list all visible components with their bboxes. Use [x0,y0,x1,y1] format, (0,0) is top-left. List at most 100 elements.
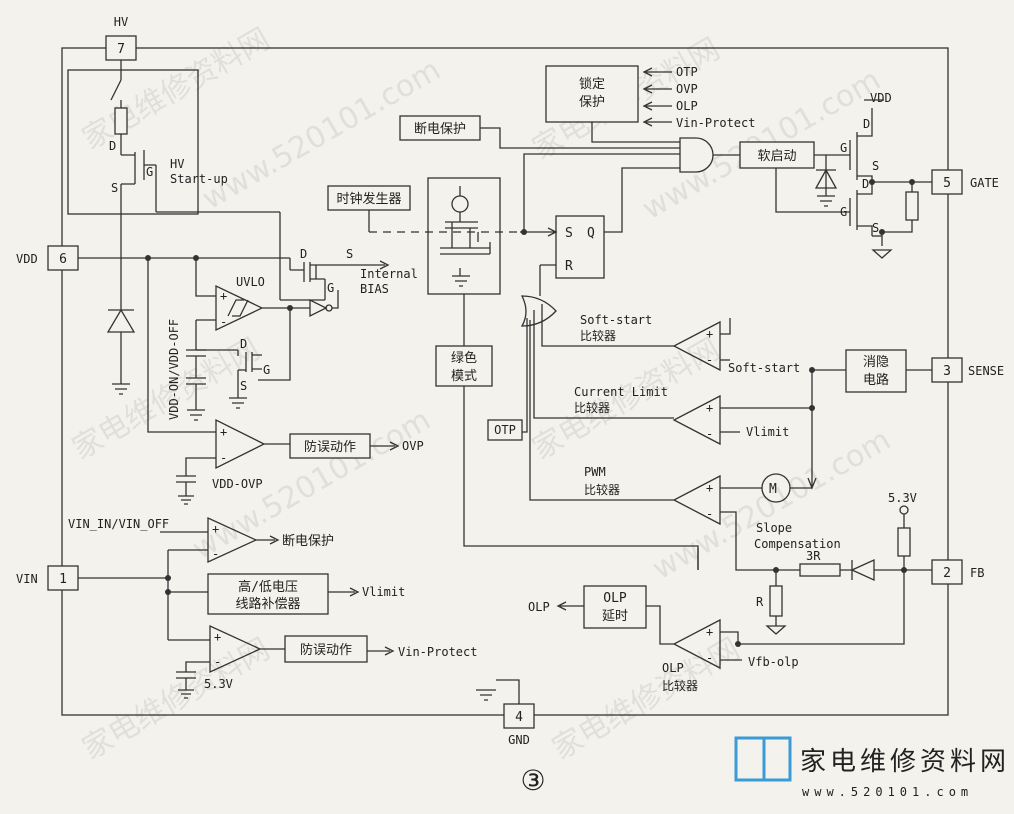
pin-name: GATE [970,176,999,190]
soft-start-driver: 软启动 D G S VDD D G S [739,91,932,259]
otp-block: OTP [487,419,523,441]
pin-number: 6 [59,252,67,267]
pin-number: 7 [117,42,125,57]
svg-text:-: - [212,547,219,561]
pwm-comparator: + - PWM 比较器 M Slope Compensation [584,465,841,571]
vdd-top-label: VDD [870,91,892,105]
svg-text:S: S [872,159,879,173]
svg-text:S: S [872,221,879,235]
svg-text:-: - [220,451,227,465]
svg-text:G: G [327,281,334,295]
startup-resistor [114,107,128,135]
power-off-output: 断电保护 [282,534,334,549]
svg-text:断电保护: 断电保护 [414,122,466,137]
svg-text:家电维修资料网: 家电维修资料网 [800,747,1010,777]
internal-bias-label: Internal [360,267,418,281]
svg-text:+: + [706,625,713,639]
svg-text:+: + [214,630,221,644]
pin-number: 5 [943,176,951,191]
clock-label: 时钟发生器 [336,191,401,207]
svg-text:+: + [220,425,227,439]
gnd-wiring [476,679,520,704]
pin-number: 1 [59,572,67,587]
line-compensator: 高/低电压 [238,579,298,595]
bias-mosfet: D S G Internal BIAS [279,247,418,301]
svg-text:OLP: OLP [528,600,550,614]
svg-text:3R: 3R [806,549,821,563]
figure-number: ③ [520,764,545,797]
svg-text:电路: 电路 [863,372,889,388]
watermark-cn: 家电维修资料网 [77,632,276,767]
power-off-protection: 断电保护 [399,115,680,149]
svg-text:绿色: 绿色 [451,350,477,366]
svg-text:OLP: OLP [662,661,684,675]
svg-text:-: - [220,315,227,329]
svg-text:PWM: PWM [584,465,606,479]
lock-protection: 锁定 保护 OTP OVP OLP Vin-Protect [545,65,755,143]
svg-text:S: S [346,247,353,261]
sr-latch: S Q R [520,153,680,296]
oscillator-block [427,177,501,295]
svg-text:Vin-Protect: Vin-Protect [676,116,755,130]
svg-text:D: D [240,337,247,351]
svg-text:Q: Q [587,226,595,241]
svg-text:www.520101.com: www.520101.com [802,785,973,799]
svg-text:5.3V: 5.3V [888,491,917,505]
svg-text:D: D [863,117,870,131]
svg-text:-: - [706,353,713,367]
watermark-cn: 家电维修资料网 [527,332,726,467]
svg-text:R: R [565,259,573,274]
green-mode-block: 绿色 模式 [435,294,699,570]
current-limit-comparator: + - Current Limit 比较器 Vlimit [574,385,789,446]
vdd-ovp-comparator: + - VDD-OVP 防误动作 OVP [147,258,424,505]
pin-number: 3 [943,364,951,379]
svg-text:Vlimit: Vlimit [746,425,789,439]
svg-text:Slope: Slope [756,521,792,535]
pin-name: VDD [16,252,38,266]
clock-generator: 时钟发生器 [327,185,520,233]
svg-text:-: - [706,507,713,521]
svg-text:模式: 模式 [451,369,477,384]
svg-text:Soft-start: Soft-start [728,361,800,375]
zener-diode [106,236,136,395]
vdd-on-off-label: VDD-ON/VDD-OFF [167,319,181,420]
internal-bias-label: BIAS [360,282,389,296]
svg-text:Soft-start: Soft-start [580,313,652,327]
vin-in-off-label: VIN_IN/VIN_OFF [68,517,169,531]
vin-protect-output: Vin-Protect [398,645,477,659]
pin-number: 2 [943,566,951,581]
pin-name: FB [970,566,984,580]
olp-section: + - Vfb-olp OLP 比较器 OLP 延时 OLP [528,548,799,693]
svg-text:锁定: 锁定 [579,76,605,92]
hv-startup-block: D S G HV Start-up [67,60,280,236]
svg-text:延时: 延时 [602,609,628,624]
svg-text:D: D [109,139,116,153]
pin-fb: 2 FB [931,559,984,585]
svg-text:-: - [706,651,713,665]
ovp-output-label: OVP [402,439,424,453]
pin-name: SENSE [968,364,1004,378]
vlimit-output: Vlimit [362,585,405,599]
svg-text:+: + [706,327,713,341]
hv-startup-label: HV [170,157,184,171]
svg-text:Vfb-olp: Vfb-olp [748,655,799,669]
svg-text:软启动: 软启动 [757,149,796,164]
svg-text:+: + [220,289,227,303]
svg-text:比较器: 比较器 [584,482,620,497]
pin-number: 4 [515,710,523,725]
hv-startup-label: Start-up [170,172,228,186]
svg-text:保护: 保护 [579,95,605,110]
slope-source-symbol: M [769,482,777,497]
pin-name: HV [114,15,128,29]
svg-text:消隐: 消隐 [863,355,889,370]
uvlo-label: UVLO [236,275,265,289]
anti-false-block: 防误动作 [304,439,356,455]
svg-text:比较器: 比较器 [662,678,698,693]
pin-name: GND [508,733,530,747]
svg-text:OTP: OTP [494,423,516,437]
svg-text:+: + [706,401,713,415]
svg-text:G: G [146,165,153,179]
svg-text:OLP: OLP [603,591,627,606]
soft-start-comparator: + - Soft-start 比较器 Soft-start [580,313,800,375]
